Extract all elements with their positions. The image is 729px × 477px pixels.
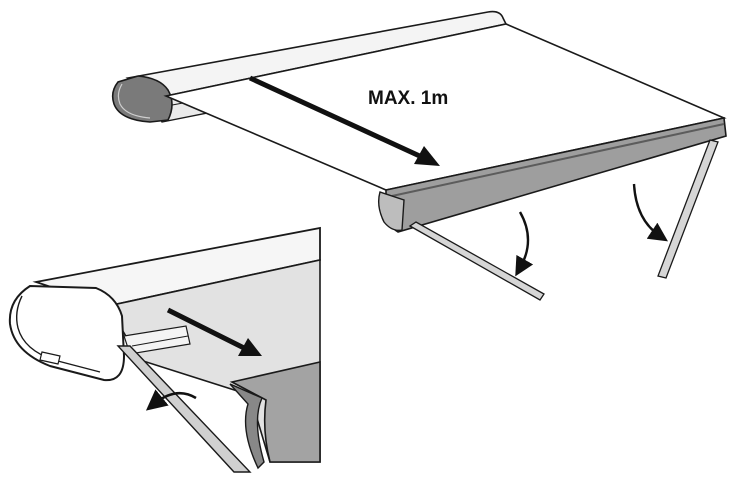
leg-rotate-arrow-icon bbox=[145, 389, 197, 411]
leg-rotate-arrow-icon bbox=[515, 211, 534, 277]
detail-front-rail bbox=[229, 360, 321, 463]
extend-arrow-icon bbox=[248, 75, 440, 166]
cassette-housing bbox=[125, 10, 508, 97]
support-leg-left bbox=[408, 221, 545, 301]
awning-overview: MAX. 1m bbox=[111, 10, 727, 301]
leg-rotate-arrow-icon bbox=[632, 183, 668, 242]
detail-end-cap bbox=[8, 284, 126, 382]
max-extension-label: MAX. 1m bbox=[368, 88, 448, 109]
support-leg-right bbox=[657, 139, 719, 279]
detail-rail-end-cap bbox=[229, 383, 265, 470]
cassette-end-cap bbox=[111, 75, 173, 123]
extend-arrow-icon bbox=[166, 307, 262, 356]
front-rail-end-cap bbox=[377, 191, 405, 232]
detail-support-leg bbox=[116, 345, 252, 473]
awning-detail-closeup bbox=[8, 226, 321, 473]
